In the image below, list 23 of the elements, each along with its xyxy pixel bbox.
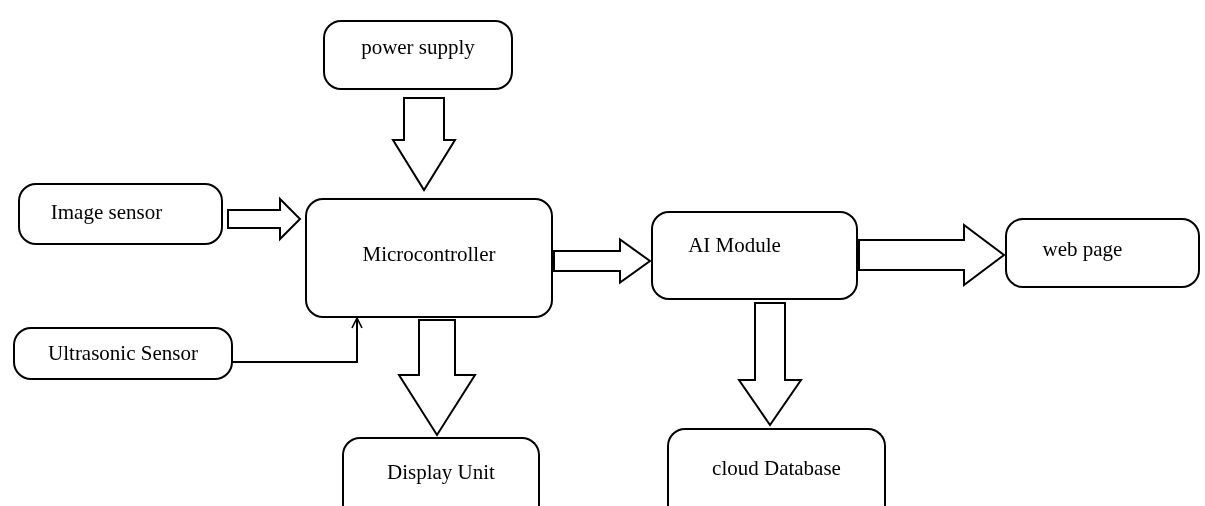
block-arrow: [737, 302, 803, 427]
box-label: power supply: [361, 34, 475, 60]
process-box: [323, 20, 513, 90]
process-box: [667, 428, 886, 506]
box-label: Image sensor: [50, 199, 163, 225]
box-label: cloud Database: [712, 455, 841, 481]
block-arrow: [553, 237, 652, 285]
process-box: [305, 198, 553, 318]
arrow: [232, 317, 363, 363]
box-label: Display Unit: [387, 460, 495, 485]
process-box: [342, 437, 540, 506]
block-arrow: [397, 319, 477, 437]
box-label: Ultrasonic Sensor: [48, 341, 198, 366]
process-box: [13, 327, 233, 380]
box-label: web page: [1042, 236, 1123, 262]
block-arrow: [858, 223, 1006, 287]
block-arrow: [227, 196, 302, 242]
box-label: AI Module: [688, 233, 781, 258]
process-box: [18, 183, 223, 245]
process-box: [651, 211, 858, 300]
box-label: Microcontroller: [362, 241, 496, 267]
block-arrow: [391, 97, 457, 192]
process-box: [1005, 218, 1200, 288]
